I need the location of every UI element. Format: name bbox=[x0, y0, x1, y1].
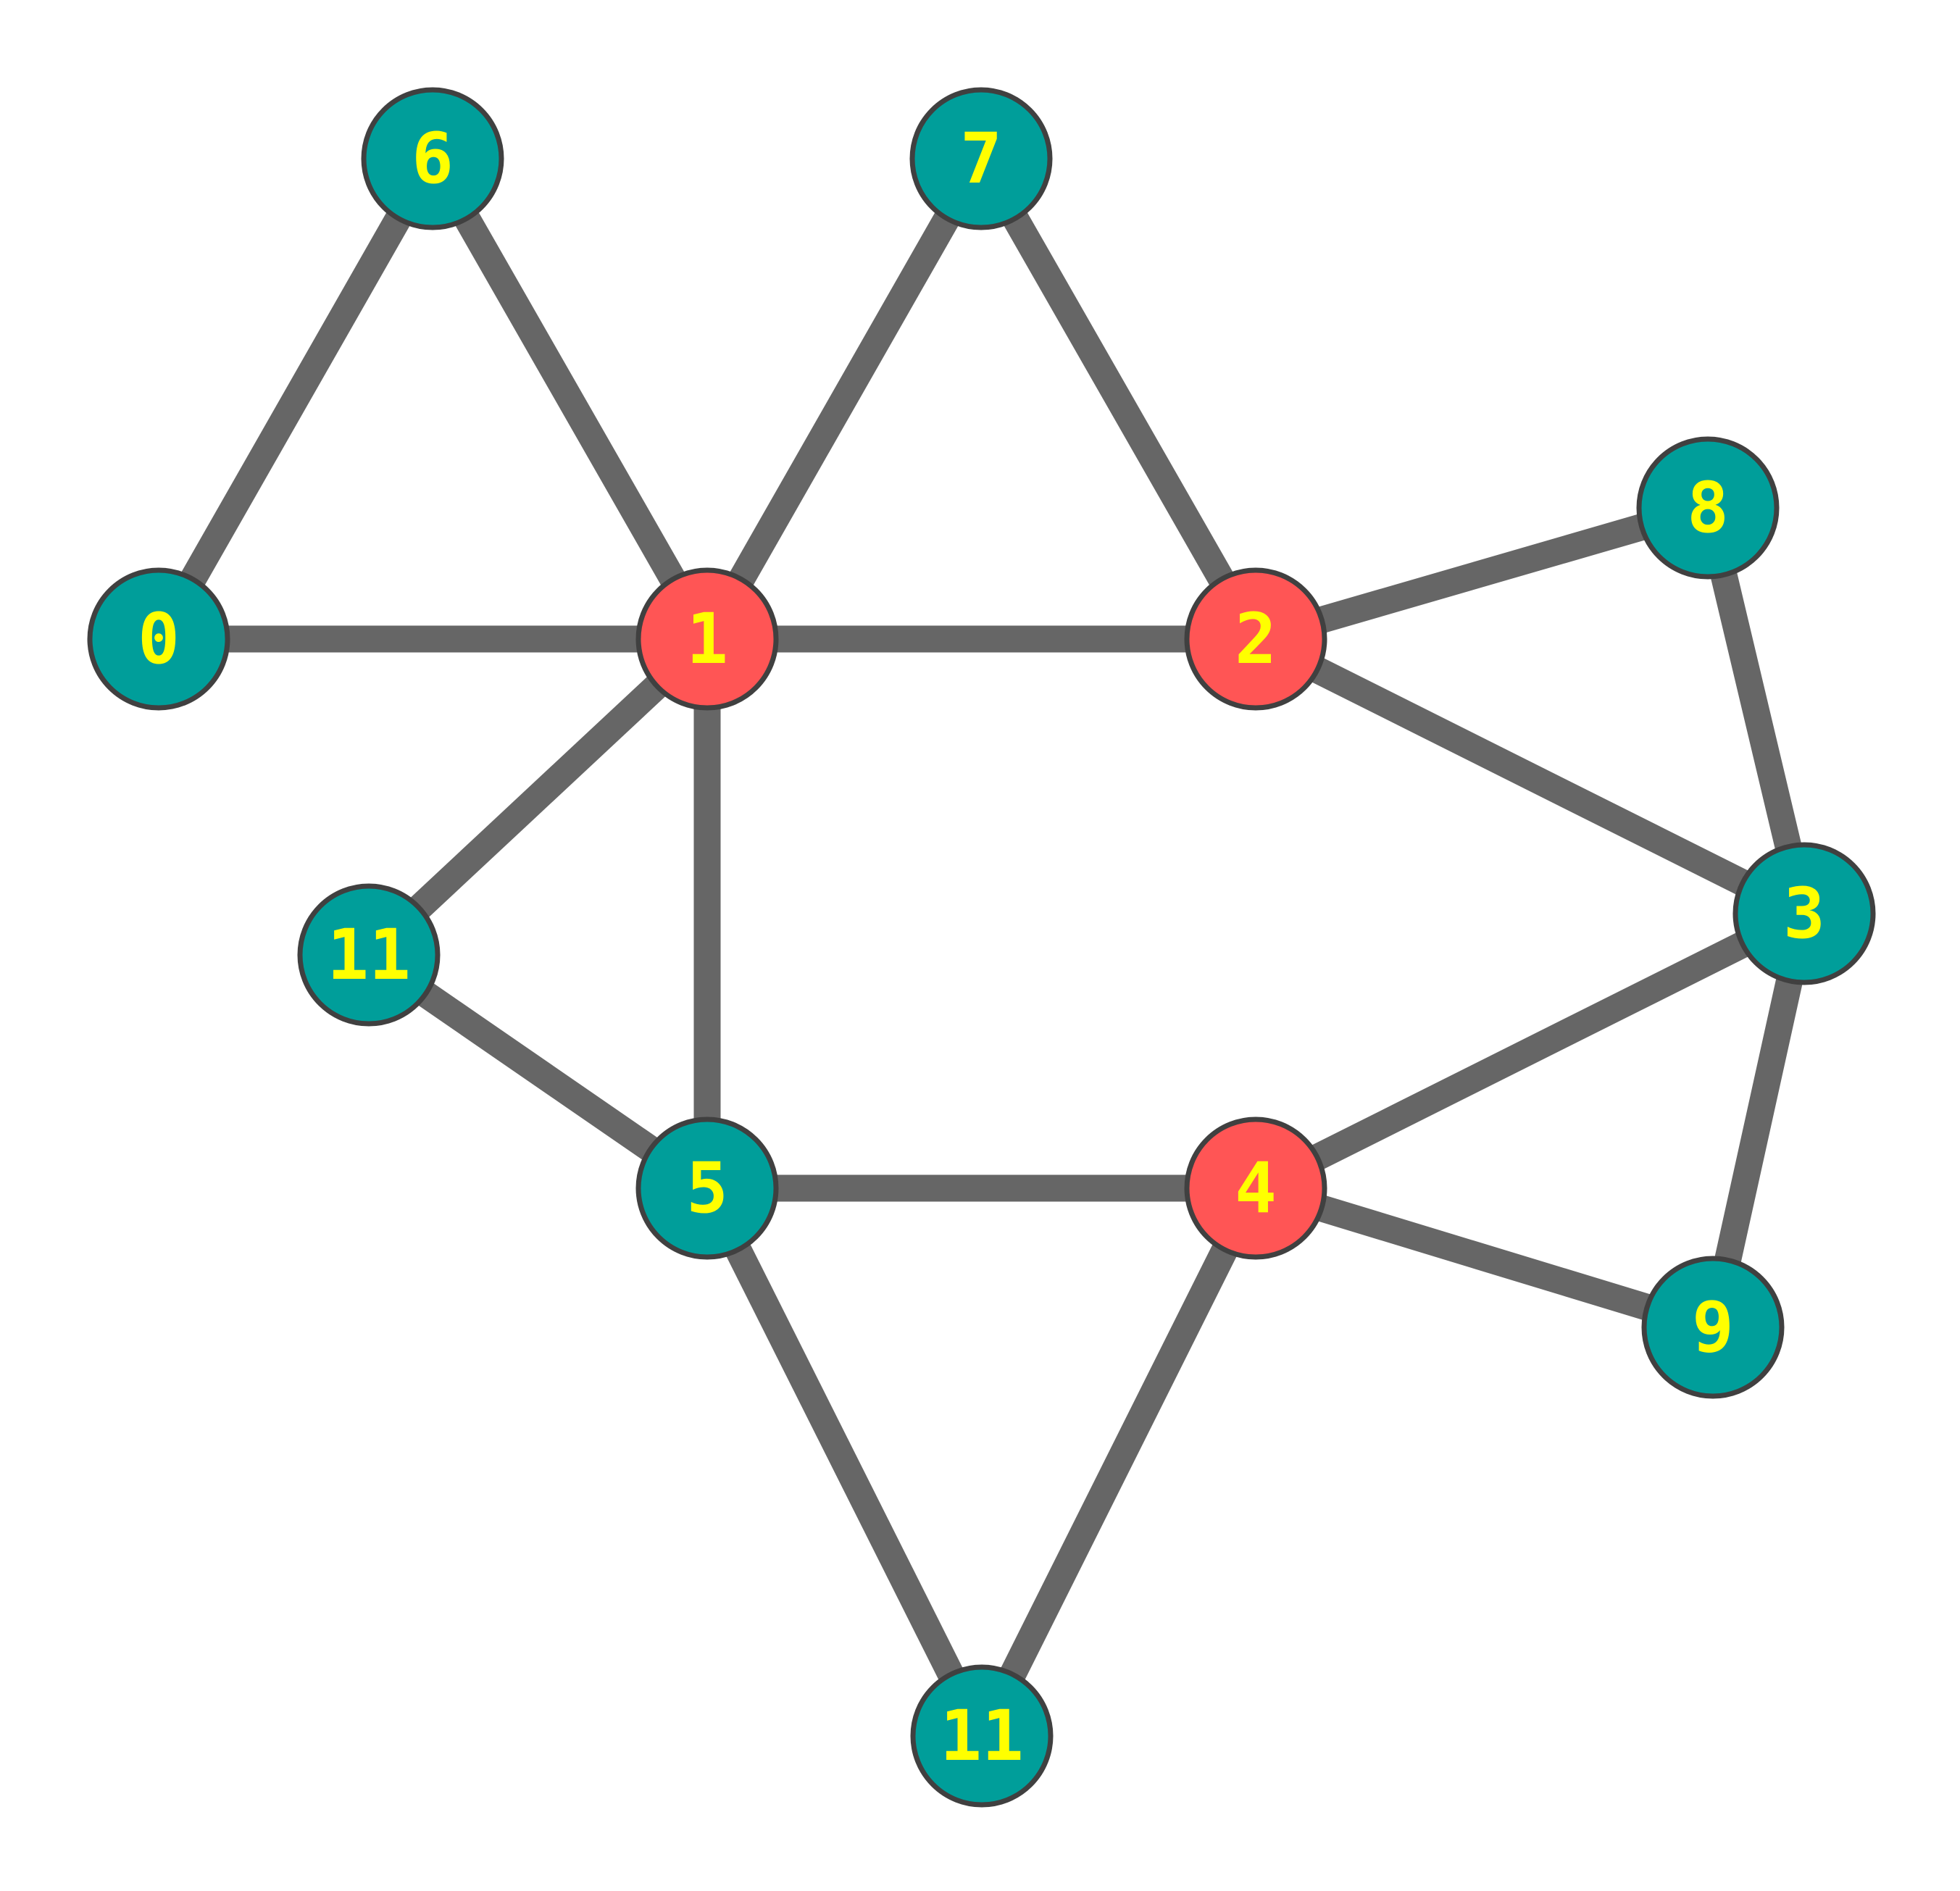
node-label: 5 bbox=[686, 1148, 728, 1229]
node-label: 11 bbox=[940, 1695, 1024, 1777]
node-circle bbox=[635, 1116, 779, 1260]
node-label: 7 bbox=[960, 118, 1002, 199]
edge-n4-n9 bbox=[1251, 1175, 1717, 1340]
node-n6: 6 bbox=[361, 87, 504, 230]
node-label: 6 bbox=[412, 118, 454, 199]
node-label: 9 bbox=[1692, 1287, 1734, 1368]
node-circle bbox=[909, 87, 1053, 230]
edge-n0-n6 bbox=[146, 151, 445, 646]
node-circle bbox=[1641, 1256, 1785, 1399]
node-label: 1 bbox=[686, 598, 728, 680]
node-n5: 5 bbox=[635, 1116, 779, 1260]
node-label: 11 bbox=[327, 914, 411, 995]
node-circle bbox=[635, 567, 779, 711]
node-n11a: 11 bbox=[297, 883, 441, 1027]
edge-n7-n1 bbox=[695, 151, 993, 646]
edge-n5-n11b bbox=[695, 1182, 994, 1742]
edge-n6-n1 bbox=[420, 151, 720, 646]
node-n1: 1 bbox=[635, 567, 779, 711]
node-label: 4 bbox=[1235, 1148, 1277, 1229]
node-circle bbox=[910, 1664, 1054, 1808]
edge-n7-n2 bbox=[969, 151, 1268, 646]
node-circle bbox=[1732, 842, 1876, 985]
node-n11b: 11 bbox=[910, 1664, 1054, 1808]
edge-n1-n11a bbox=[359, 629, 717, 965]
node-circle bbox=[361, 87, 504, 230]
edge-n2-n3 bbox=[1249, 627, 1811, 926]
node-circle bbox=[1636, 436, 1780, 580]
edge-n2-n8 bbox=[1251, 495, 1712, 652]
node-n0: 0 bbox=[87, 567, 230, 711]
node-label: 2 bbox=[1235, 598, 1277, 680]
node-n8: 8 bbox=[1636, 436, 1780, 580]
node-n7: 7 bbox=[909, 87, 1053, 230]
node-circle bbox=[1184, 567, 1327, 711]
node-circle bbox=[1184, 1116, 1327, 1260]
node-circle bbox=[297, 883, 441, 1027]
node-label: 8 bbox=[1687, 467, 1729, 548]
node-n2: 2 bbox=[1184, 567, 1327, 711]
node-circle bbox=[87, 567, 230, 711]
node-n9: 9 bbox=[1641, 1256, 1785, 1399]
nodes-layer: 0 1 2 3 4 5 6 7 8 9 11 11 bbox=[87, 87, 1876, 1808]
edge-n4-n11b bbox=[969, 1182, 1268, 1742]
edge-n3-n4 bbox=[1249, 901, 1811, 1201]
node-n4: 4 bbox=[1184, 1116, 1327, 1260]
node-n3: 3 bbox=[1732, 842, 1876, 985]
node-label: 3 bbox=[1783, 873, 1825, 954]
node-label: 0 bbox=[138, 598, 180, 680]
